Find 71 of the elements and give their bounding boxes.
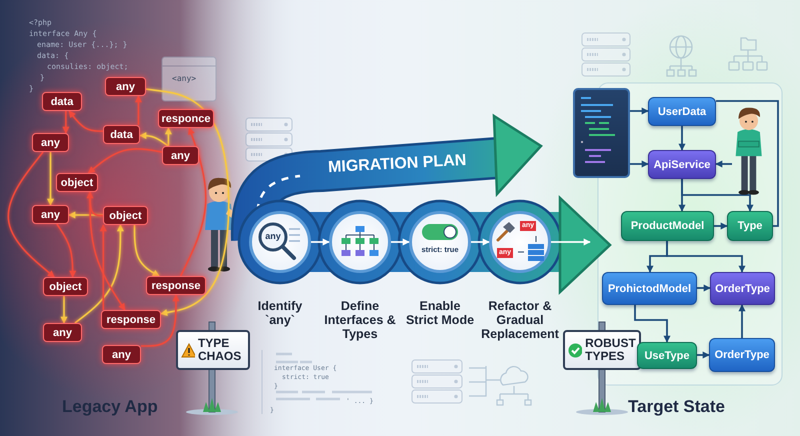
arrow <box>164 127 172 146</box>
arrow <box>681 179 754 212</box>
type-node: responce <box>158 109 214 128</box>
class-box: OrderType <box>709 338 775 372</box>
class-box: ProductModel <box>621 211 714 241</box>
type-node: data <box>103 125 140 144</box>
step-label: Refactor & Gradual Replacement <box>480 300 560 342</box>
arrow <box>134 225 160 277</box>
connector-line <box>716 100 779 227</box>
code-editor-picture <box>573 88 630 178</box>
arrow <box>62 111 70 134</box>
arrow <box>714 222 728 230</box>
arrow <box>89 192 126 311</box>
arrow <box>551 238 591 246</box>
arrow <box>630 160 649 168</box>
arrow <box>630 108 649 114</box>
arrow <box>88 148 162 174</box>
arrow <box>311 238 330 246</box>
type-node: data <box>42 92 82 111</box>
arrow <box>47 152 54 206</box>
type-node: response <box>101 310 161 329</box>
arrow <box>180 127 207 276</box>
type-node: object <box>103 206 148 225</box>
arrow <box>100 224 107 310</box>
class-box: OrderType <box>710 272 775 305</box>
arrow <box>139 132 169 147</box>
type-node: any <box>105 77 146 96</box>
type-node: response <box>146 276 206 295</box>
arrow <box>74 224 124 324</box>
step-label: Enable Strict Mode <box>404 300 476 328</box>
sign-board <box>176 330 250 370</box>
code-text: <any> <box>172 74 196 83</box>
arrow <box>86 191 103 216</box>
arrow <box>146 88 230 316</box>
arrow <box>678 126 686 151</box>
sign-text: TYPE CHAOS <box>198 337 242 363</box>
type-node: object <box>43 277 88 296</box>
arrow <box>697 352 710 358</box>
arrow-label: MIGRATION PLAN <box>328 150 468 178</box>
arrow <box>68 110 103 132</box>
type-node: any <box>32 205 69 224</box>
arrow <box>715 160 732 168</box>
class-box: ProhictodModel <box>602 272 697 305</box>
arrow <box>738 304 746 338</box>
section-title: Legacy App <box>62 397 158 417</box>
type-node: any <box>102 345 141 364</box>
step-label: Define Interfaces & Types <box>324 300 396 342</box>
arrow <box>634 305 670 343</box>
keyword-text: any <box>264 231 282 241</box>
section-title: Target State <box>628 397 725 417</box>
arrow <box>134 95 142 125</box>
sign-text: ROBUST TYPES <box>585 337 636 363</box>
class-box: ApiService <box>648 150 716 179</box>
arrow <box>391 238 410 246</box>
arrow <box>68 212 103 218</box>
arrow <box>141 294 180 347</box>
sign-board <box>563 330 641 370</box>
arrow <box>8 152 55 278</box>
class-box: UserData <box>648 97 716 126</box>
arrow <box>697 284 711 292</box>
class-box: UseType <box>637 342 697 369</box>
class-box: Type <box>727 211 773 241</box>
type-node: any <box>43 323 82 342</box>
arrow <box>60 296 68 324</box>
step-label: Identify `any` <box>256 300 304 328</box>
type-node: any <box>32 133 69 152</box>
arrow <box>666 241 746 273</box>
arrow <box>471 238 490 246</box>
type-node: object <box>56 173 98 192</box>
arrow <box>56 224 76 278</box>
type-node: any <box>162 146 199 165</box>
